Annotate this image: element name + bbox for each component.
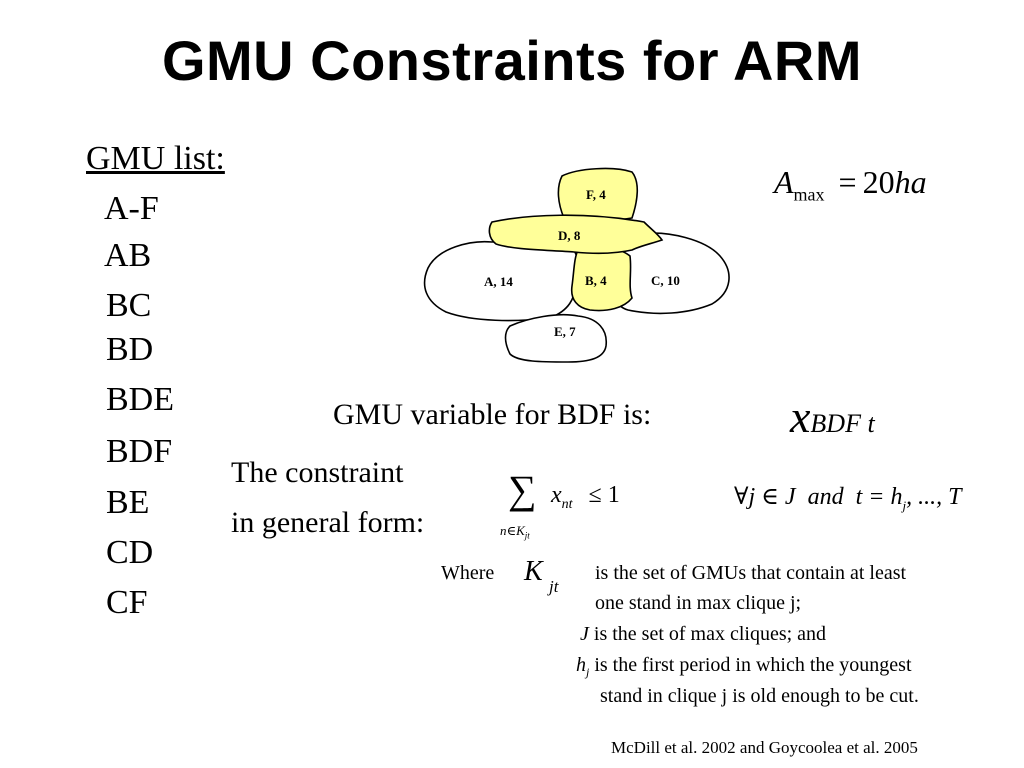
gmu-list-item: BDE	[106, 381, 174, 418]
gmu-list-heading: GMU list:	[86, 140, 225, 177]
sum-lower-subscript: jt	[524, 530, 530, 541]
constraint-domain: ∀j ∈ J and t = hj, ..., T	[734, 482, 961, 514]
leq-one: ≤ 1	[588, 482, 620, 508]
stand-label: F, 4	[586, 187, 606, 202]
stand-d-region	[488, 214, 664, 255]
h-description-line2: stand in clique j is old enough to be cu…	[600, 685, 919, 707]
j-definition: J is the set of max cliques; and	[580, 623, 826, 646]
sum-symbol: ∑	[508, 467, 537, 512]
gmu-variable-text: GMU variable for BDF is:	[333, 398, 652, 431]
t-range: t = h	[855, 484, 903, 510]
gmu-list-item: AB	[104, 237, 152, 274]
where-label: Where	[441, 562, 495, 584]
h-subscript: j	[586, 665, 590, 679]
t-range-tail: , ..., T	[906, 484, 962, 510]
amax-symbol: A	[774, 164, 794, 200]
sum-lower-text: n∈K	[500, 523, 525, 538]
stand-e-region	[504, 313, 607, 363]
and-word: and	[807, 484, 844, 510]
constraint-label-line2: in general form:	[231, 506, 425, 539]
citation: McDill et al. 2002 and Goycoolea et al. …	[611, 738, 918, 757]
gmu-list-item: BC	[106, 287, 152, 324]
k-subscript: jt	[549, 577, 559, 596]
gmu-list-item: BD	[106, 331, 154, 368]
gmu-list-item: CF	[106, 584, 148, 621]
constraint-label-line1: The constraint	[231, 456, 404, 489]
x-term: x	[551, 482, 562, 508]
stand-label: D, 8	[558, 228, 581, 243]
stand-label: A, 14	[484, 274, 513, 289]
gmu-list-item: CD	[106, 534, 154, 571]
amax-equation: Amax =20ha	[774, 164, 927, 205]
stand-label: E, 7	[554, 324, 576, 339]
stand-label: C, 10	[651, 273, 680, 288]
h-symbol: h	[576, 654, 586, 676]
stand-f-region	[557, 167, 639, 222]
t-range-subscript: j	[902, 497, 907, 513]
j-symbol: J	[580, 623, 589, 645]
slide-title: GMU Constraints for ARM	[161, 29, 863, 92]
x-term-subscript: nt	[561, 496, 573, 512]
x-subscript: BDF t	[810, 409, 875, 438]
amax-unit: ha	[894, 164, 927, 200]
gmu-list-item: BDF	[106, 433, 173, 470]
gmu-list-item: A-F	[104, 190, 159, 227]
amax-subscript: max	[793, 184, 825, 205]
equals-sign: =	[838, 164, 857, 200]
sum-lower-limit: n∈Kjt	[500, 523, 530, 541]
k-symbol-group: K	[524, 556, 543, 588]
k-symbol: K	[524, 556, 543, 587]
h-definition: hj is the first period in which the youn…	[576, 654, 912, 680]
gmu-list-item: BE	[106, 484, 150, 521]
k-description-line2: one stand in max clique j;	[595, 592, 802, 614]
x-symbol: x	[790, 391, 811, 442]
amax-value: 20	[862, 164, 895, 200]
sum-term: xnt ≤ 1	[551, 482, 620, 513]
j-description: is the set of max cliques; and	[593, 623, 827, 645]
stand-label: B, 4	[585, 273, 607, 288]
k-description-line1: is the set of GMUs that contain at least	[595, 562, 907, 584]
gmu-variable-symbol: xBDF t	[790, 390, 875, 443]
h-description-line1: is the first period in which the younges…	[594, 654, 912, 676]
quantifier: ∀j ∈ J	[734, 484, 796, 510]
stand-b-region	[570, 246, 633, 312]
stand-map-diagram: F, 4 D, 8 A, 14 B, 4 C, 10 E, 7	[423, 167, 730, 363]
